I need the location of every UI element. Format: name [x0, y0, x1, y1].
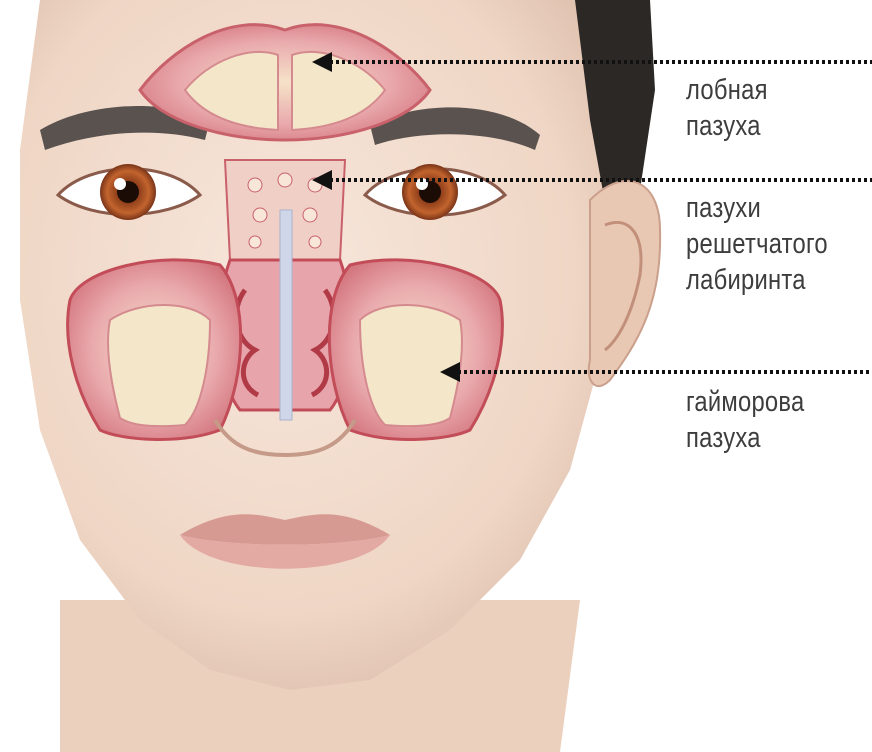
maxillary-sinus-left [68, 260, 241, 440]
maxillary-sinus-right [329, 260, 502, 440]
label-ethmoid-sinus: пазухи решетчатого лабиринта [686, 190, 828, 298]
label-frontal-sinus: лобная пазуха [686, 72, 768, 144]
label-maxillary-sinus: гайморова пазуха [686, 384, 804, 456]
ear [589, 181, 660, 386]
